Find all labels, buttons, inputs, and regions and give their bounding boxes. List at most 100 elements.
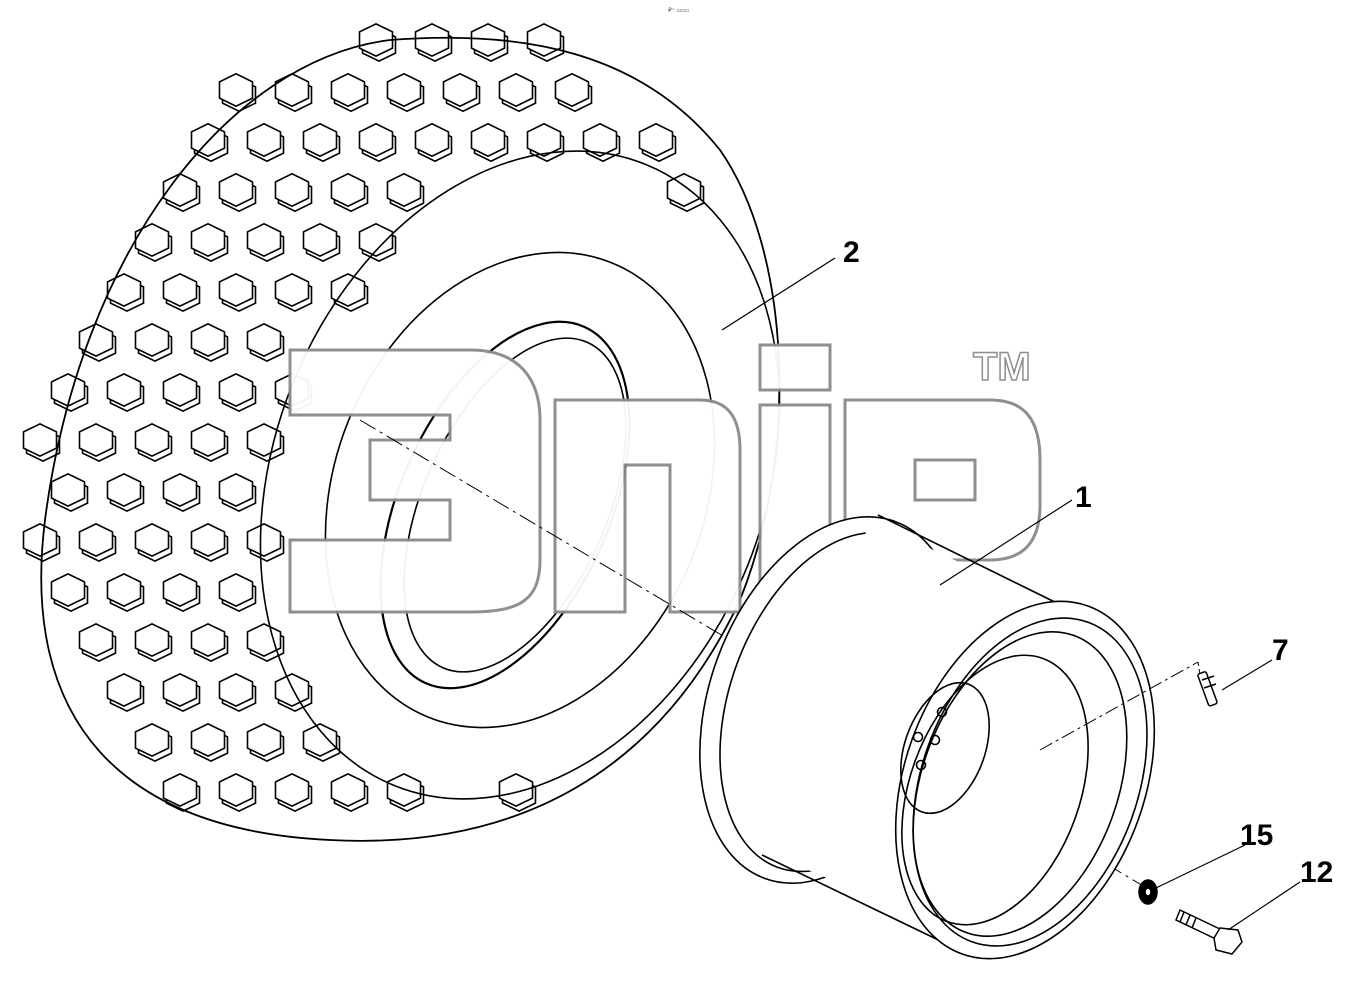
tread-lug [246,222,282,257]
tread-lug [246,323,282,357]
tread-lug [162,373,198,407]
tread-lug [554,72,590,108]
callout-label-rim: 1 [1075,481,1092,514]
tread-lug [442,72,478,108]
tread-lug [274,273,310,307]
tread-lug [162,273,198,307]
callout-label-tire: 2 [843,236,860,269]
tread-lug [50,573,86,607]
tread-lug [218,273,254,307]
tread-lug [386,72,422,108]
tread-lug [190,423,226,457]
tread-lug [218,673,254,707]
tread-lug [106,573,142,607]
tread-lug [78,623,114,657]
callouts [721,257,1301,931]
tread-lug [106,473,142,507]
tread-lug [526,122,562,158]
washer [1138,879,1158,905]
tread-lug [302,122,338,158]
tread-lug [470,122,506,158]
tread-lug [302,723,338,757]
tread-lug [22,523,58,557]
tire [22,23,781,842]
tread-lug [218,172,254,208]
tread-lug [666,172,702,208]
tread-lug [330,172,366,208]
tread-lug [78,323,114,357]
tread-lug [526,23,562,57]
callout-leader-tire [721,257,836,331]
tread-lug [218,573,254,607]
tread-lug [50,473,86,507]
rim-front-flange-2 [912,617,1148,947]
tread-lug [218,72,254,108]
tread-lug [330,773,366,807]
tire-outline [40,36,781,842]
tread-lug [134,323,170,357]
watermark-letter-1 [288,348,542,614]
header-note: ₽⁼ ▫▫▫ [668,7,689,14]
callout-label-valve: 7 [1272,634,1289,667]
tread-lug [78,423,114,457]
tread-lug [190,523,226,557]
callout-leader-bolt [1227,881,1301,931]
tread-lug [246,122,282,158]
tread-lug [414,122,450,158]
tread-lug [218,773,254,807]
tire-tread-lugs [22,23,705,812]
tread-lug [498,773,534,807]
tread-lug [162,172,198,208]
rim-bolt-hole [915,759,927,771]
tread-lug [274,172,310,208]
rim-bolt-hole [912,731,924,743]
rim-bolt-hole [936,706,948,718]
tread-lug [274,72,310,108]
tread-lug [414,23,450,57]
callout-leader-rim [939,499,1073,586]
tread-lug [246,723,282,757]
tread-lug [134,623,170,657]
tread-lug [134,723,170,757]
tread-lug [106,273,142,307]
rim-barrel-bottom [761,854,956,949]
tread-lug [162,473,198,507]
tread-lug [218,473,254,507]
tread-lug [106,373,142,407]
tread-lug [246,623,282,657]
callout-label-bolt: 12 [1300,856,1333,889]
tread-lug [190,323,226,357]
tread-lug [302,222,338,257]
callout-leader-washer [1155,844,1246,889]
tread-lug [134,523,170,557]
tread-lug [106,673,142,707]
tread-lug [162,573,198,607]
tread-lug [190,623,226,657]
tread-lug [134,222,170,257]
tread-lug [162,673,198,707]
tread-lug [330,72,366,108]
tread-lug [246,523,282,557]
tread-lug [582,122,618,158]
tread-lug [78,523,114,557]
tread-lug [386,773,422,807]
tread-lug [134,423,170,457]
rim-front-flange-3 [912,630,1128,938]
rim-center-disc [899,681,991,815]
valve-stem [1039,661,1218,751]
callout-label-washer: 15 [1240,819,1273,852]
tread-lug [358,222,394,257]
rim-well [901,654,1089,926]
tread-lug [274,673,310,707]
rim-bolt-hole [929,734,941,746]
watermark-letter-2 [553,398,742,614]
rim-barrel-top [877,514,1076,613]
rim [699,514,1156,960]
tread-lug [190,723,226,757]
tread-lug [358,122,394,158]
tread-lug [330,273,366,307]
watermark-trademark: TM [973,345,1031,389]
tread-lug [190,222,226,257]
tread-lug [162,773,198,807]
